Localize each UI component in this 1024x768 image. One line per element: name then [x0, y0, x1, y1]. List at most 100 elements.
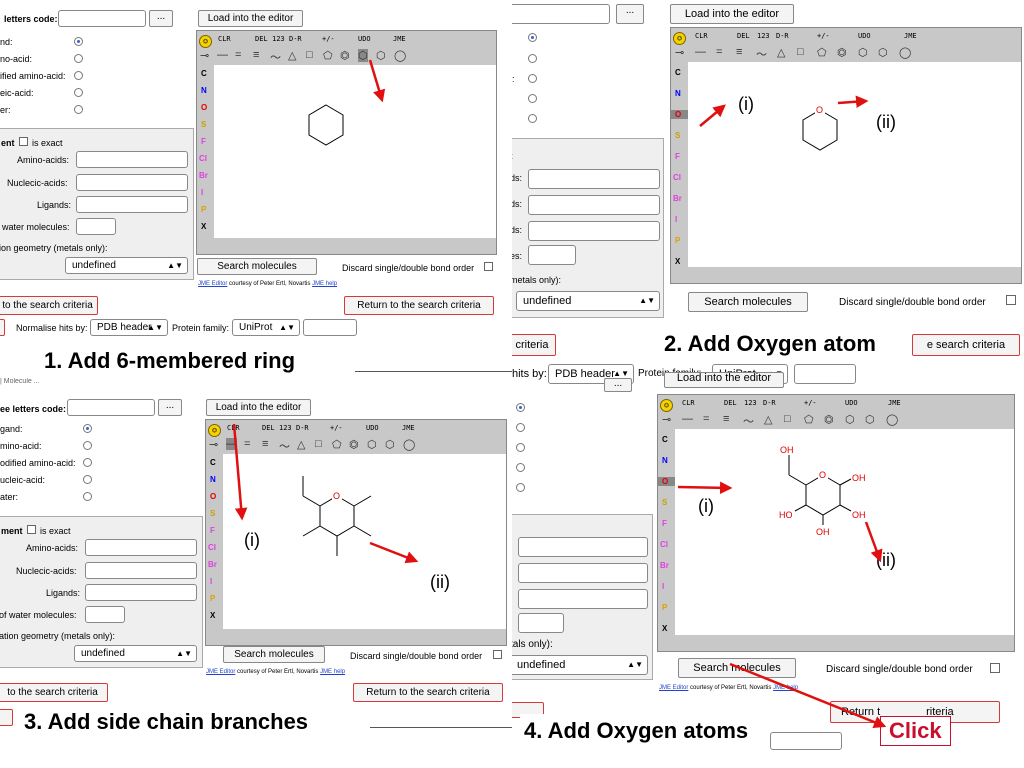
- stereo-bond-icon[interactable]: ⊸: [200, 50, 210, 62]
- search-molecules-button[interactable]: Search molecules: [688, 292, 808, 312]
- atom-i[interactable]: I: [210, 577, 213, 586]
- ligands-input[interactable]: [528, 221, 660, 241]
- ring6-icon[interactable]: ⬡: [858, 47, 868, 59]
- jme-button[interactable]: JME: [402, 424, 415, 432]
- single-bond-icon[interactable]: —: [695, 46, 706, 58]
- jme-canvas[interactable]: O: [223, 454, 506, 629]
- ring6-icon[interactable]: ⬡: [367, 439, 377, 451]
- amino-acids-input[interactable]: [528, 169, 660, 189]
- smiley-icon[interactable]: ☺: [208, 424, 221, 437]
- benzene-icon[interactable]: ⏣: [349, 439, 359, 451]
- water-radio[interactable]: [516, 483, 525, 492]
- atom-n[interactable]: N: [201, 86, 207, 95]
- charge-button[interactable]: +/-: [322, 35, 335, 43]
- atom-br[interactable]: Br: [199, 171, 208, 180]
- browse-button[interactable]: ...: [158, 399, 182, 416]
- ring5-icon[interactable]: ⬠: [804, 414, 814, 426]
- chain-icon[interactable]: 〜: [743, 416, 754, 428]
- ring8-icon[interactable]: ◯: [886, 414, 899, 426]
- atom-o[interactable]: O: [201, 103, 208, 112]
- atom-x[interactable]: X: [662, 624, 668, 633]
- del-button[interactable]: DEL: [262, 424, 275, 432]
- atom-p[interactable]: P: [210, 594, 216, 603]
- atom-br[interactable]: Br: [673, 194, 682, 203]
- charge-button[interactable]: +/-: [804, 399, 817, 407]
- ligand-radio[interactable]: [74, 37, 83, 46]
- to-search-criteria-button[interactable]: to the search criteria: [0, 683, 108, 702]
- atom-c[interactable]: C: [210, 458, 216, 467]
- double-bond-icon[interactable]: =: [716, 46, 723, 58]
- amino-acids-input[interactable]: [76, 151, 188, 168]
- ring7-icon[interactable]: ⬡: [878, 47, 888, 59]
- chain-icon[interactable]: 〜: [756, 49, 767, 61]
- ring8-icon[interactable]: ◯: [394, 50, 407, 62]
- amino-acids-input[interactable]: [85, 539, 197, 556]
- nucleic-acid-radio[interactable]: [74, 88, 83, 97]
- amino-acid-radio[interactable]: [83, 441, 92, 450]
- amino-acid-radio[interactable]: [516, 423, 525, 432]
- jme-button[interactable]: JME: [393, 35, 406, 43]
- clr-button[interactable]: CLR: [695, 32, 708, 40]
- atom-o[interactable]: O: [210, 492, 217, 501]
- smiley-icon[interactable]: ☺: [660, 399, 673, 412]
- jme-button[interactable]: JME: [904, 32, 917, 40]
- benzene-icon[interactable]: ⏣: [340, 50, 350, 62]
- ring4-icon[interactable]: □: [315, 438, 322, 450]
- small-left-button[interactable]: [0, 319, 5, 336]
- water-molecules-input[interactable]: [528, 245, 576, 265]
- jme-editor[interactable]: ☺ CLR DEL 123 D-R +/- UDO JME ⊸ — = ≡ 〜 …: [205, 419, 507, 646]
- discard-checkbox[interactable]: [990, 663, 1000, 673]
- small-left-button[interactable]: [0, 709, 13, 726]
- numbering-button[interactable]: 123: [279, 424, 292, 432]
- bottom-input[interactable]: [770, 732, 842, 750]
- ring3-icon[interactable]: △: [297, 439, 306, 451]
- ligands-input[interactable]: [76, 196, 188, 213]
- atom-i[interactable]: I: [675, 215, 678, 224]
- dr-button[interactable]: D-R: [763, 399, 776, 407]
- atom-p[interactable]: P: [201, 205, 207, 214]
- jme-canvas[interactable]: [214, 65, 496, 238]
- numbering-button[interactable]: 123: [757, 32, 770, 40]
- jme-canvas[interactable]: O OH OH OH OH HO: [675, 429, 1014, 635]
- udo-button[interactable]: UDO: [366, 424, 379, 432]
- ring4-icon[interactable]: □: [797, 46, 804, 58]
- nucleic-acids-input[interactable]: [85, 562, 197, 579]
- search-molecules-button[interactable]: Search molecules: [678, 658, 796, 678]
- atom-f[interactable]: F: [201, 137, 206, 146]
- stereo-bond-icon[interactable]: ⊸: [675, 47, 685, 59]
- atom-cl[interactable]: Cl: [208, 543, 216, 552]
- return-search-criteria-button[interactable]: e search criteria: [912, 334, 1020, 356]
- udo-button[interactable]: UDO: [358, 35, 371, 43]
- ring4-icon[interactable]: □: [306, 49, 313, 61]
- single-bond-icon[interactable]: —: [217, 49, 228, 61]
- triple-bond-icon[interactable]: ≡: [253, 49, 260, 61]
- modified-amino-acid-radio[interactable]: [528, 74, 537, 83]
- chain-icon[interactable]: 〜: [279, 441, 290, 453]
- numbering-button[interactable]: 123: [744, 399, 757, 407]
- atom-cl[interactable]: Cl: [673, 173, 681, 182]
- atom-f[interactable]: F: [675, 152, 680, 161]
- ring5-icon[interactable]: ⬠: [332, 439, 342, 451]
- protein-family-input[interactable]: [794, 364, 856, 384]
- ring6-icon[interactable]: ⬡: [358, 49, 368, 62]
- geometry-select[interactable]: undefined▲▼: [74, 645, 197, 662]
- atom-f[interactable]: F: [210, 526, 215, 535]
- atom-n[interactable]: N: [662, 456, 668, 465]
- double-bond-icon[interactable]: =: [244, 438, 251, 450]
- benzene-icon[interactable]: ⏣: [837, 47, 847, 59]
- atom-c[interactable]: C: [662, 435, 668, 444]
- nucleic-acids-input[interactable]: [76, 174, 188, 191]
- search-molecules-button[interactable]: Search molecules: [223, 646, 325, 663]
- discard-checkbox[interactable]: [493, 650, 502, 659]
- water-radio[interactable]: [528, 114, 537, 123]
- load-editor-button[interactable]: Load into the editor: [664, 372, 784, 388]
- modified-amino-acid-radio[interactable]: [74, 71, 83, 80]
- dr-button[interactable]: D-R: [776, 32, 789, 40]
- atom-n[interactable]: N: [675, 89, 681, 98]
- ring3-icon[interactable]: △: [764, 414, 773, 426]
- atom-c[interactable]: C: [675, 68, 681, 77]
- three-letters-input[interactable]: [58, 10, 146, 27]
- load-editor-button[interactable]: Load into the editor: [670, 4, 794, 24]
- atom-s[interactable]: S: [201, 120, 207, 129]
- ligands-input[interactable]: [85, 584, 197, 601]
